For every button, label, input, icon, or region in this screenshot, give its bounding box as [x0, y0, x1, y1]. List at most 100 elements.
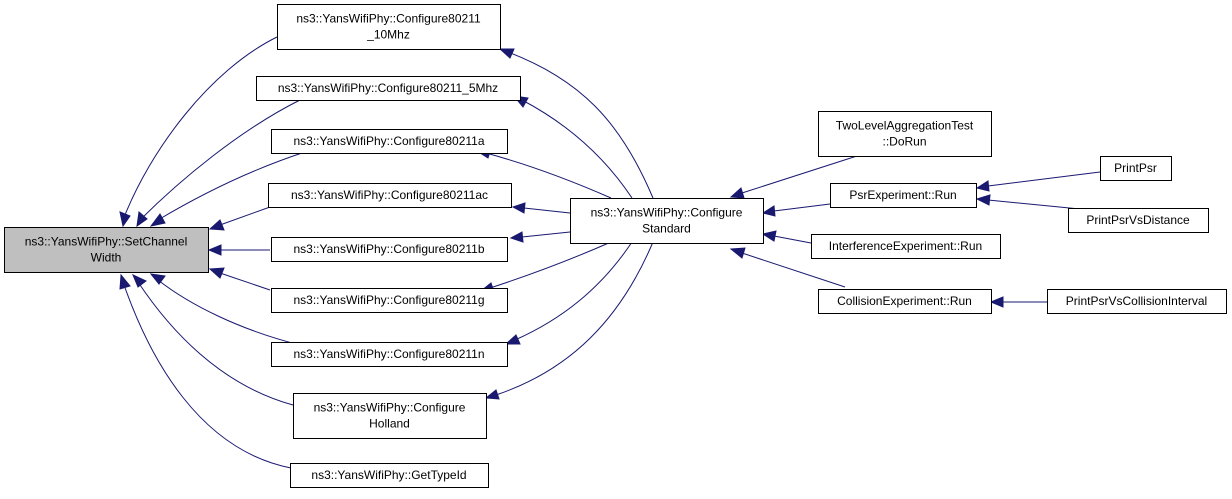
- node-box: [290, 463, 489, 488]
- edges-layer: [119, 36, 1101, 469]
- node-get-type-id[interactable]: ns3::YansWifiPhy::GetTypeId: [290, 463, 489, 488]
- edge-interference-to-standard: [773, 235, 812, 244]
- edge-gettypeid-to-setchannelwidth: [122, 281, 292, 469]
- edge-ac-to-setchannelwidth: [219, 206, 271, 226]
- edge-arrow: [208, 267, 225, 279]
- edge-arrow: [729, 187, 745, 199]
- edge-arrow: [136, 211, 148, 228]
- node-label-line: InterferenceExperiment::Run: [829, 239, 982, 253]
- node-two-level[interactable]: TwoLevelAggregationTest::DoRun: [818, 111, 992, 157]
- node-box: [256, 76, 521, 101]
- node-box: [271, 237, 508, 262]
- node-box: [811, 234, 1001, 259]
- node-label-line: ns3::YansWifiPhy::Configure80211n: [294, 347, 485, 361]
- node-box: [818, 111, 992, 157]
- node-cfg-b[interactable]: ns3::YansWifiPhy::Configure80211b: [271, 237, 508, 262]
- node-print-psr[interactable]: PrintPsr: [1100, 156, 1172, 181]
- edge-arrow: [761, 205, 776, 217]
- node-label-line: ::DoRun: [882, 135, 926, 149]
- node-label-line: PsrExperiment::Run: [849, 188, 956, 202]
- node-label-line: ns3::YansWifiPhy::Configure80211_5Mhz: [278, 81, 498, 95]
- edge-10mhz-to-setchannelwidth: [122, 36, 278, 221]
- edge-arrow: [975, 194, 991, 206]
- node-print-psr-distance[interactable]: PrintPsrVsDistance: [1068, 208, 1209, 233]
- edge-standard-to-n: [514, 241, 633, 341]
- node-print-psr-collision[interactable]: PrintPsrVsCollisionInterval: [1047, 289, 1227, 314]
- node-label-line: ns3::YansWifiPhy::Configure80211a: [294, 134, 485, 148]
- node-label-line: _10Mhz: [366, 28, 410, 42]
- node-label-line: ns3::YansWifiPhy::Configure80211b: [294, 242, 485, 256]
- nodes-layer: ns3::YansWifiPhy::SetChannelWidthns3::Ya…: [4, 4, 1227, 488]
- edge-arrow: [132, 274, 147, 288]
- edge-arrow: [207, 244, 222, 256]
- edge-printpsr-to-psr: [987, 171, 1101, 187]
- node-label-line: PrintPsrVsCollisionInterval: [1066, 294, 1207, 308]
- edge-arrow: [498, 48, 515, 59]
- edge-arrow: [119, 211, 131, 228]
- node-label-line: ns3::YansWifiPhy::Configure80211ac: [291, 188, 488, 202]
- node-cfg-10mhz[interactable]: ns3::YansWifiPhy::Configure80211_10Mhz: [277, 4, 501, 50]
- node-cfg-5mhz[interactable]: ns3::YansWifiPhy::Configure80211_5Mhz: [256, 76, 521, 101]
- node-cfg-g[interactable]: ns3::YansWifiPhy::Configure80211g: [271, 288, 508, 313]
- node-cfg-a[interactable]: ns3::YansWifiPhy::Configure80211a: [271, 129, 508, 154]
- node-box: [271, 129, 508, 154]
- edge-arrow: [484, 389, 500, 400]
- edge-standard-to-g: [489, 241, 612, 289]
- node-label-line: Holland: [369, 417, 410, 431]
- node-label-line: CollisionExperiment::Run: [837, 294, 972, 308]
- edge-standard-to-10mhz: [507, 51, 654, 199]
- node-box: [1100, 156, 1172, 181]
- node-label-line: Width: [91, 251, 122, 265]
- node-label-line: PrintPsr: [1114, 161, 1157, 175]
- edge-standard-to-5mhz: [521, 99, 633, 199]
- node-box: [277, 4, 501, 50]
- node-label-line: PrintPsrVsDistance: [1086, 213, 1190, 227]
- node-box: [570, 198, 764, 244]
- node-label-line: Standard: [642, 222, 691, 236]
- edge-psr-to-standard: [773, 203, 831, 212]
- edge-twolevel-to-standard: [741, 154, 861, 194]
- edge-a-to-setchannelwidth: [157, 151, 306, 221]
- edge-standard-to-holland: [495, 241, 654, 396]
- node-cfg-n[interactable]: ns3::YansWifiPhy::Configure80211n: [271, 342, 508, 367]
- node-label-line: TwoLevelAggregationTest: [836, 119, 974, 133]
- node-label-line: ns3::YansWifiPhy::SetChannel: [25, 235, 188, 249]
- node-box: [4, 227, 209, 273]
- edge-arrow: [149, 213, 166, 227]
- node-psr-run[interactable]: PsrExperiment::Run: [830, 183, 977, 208]
- edge-collision-to-standard: [741, 252, 846, 288]
- edge-standard-to-b: [521, 231, 571, 238]
- node-box: [293, 393, 487, 439]
- edge-arrow: [511, 202, 526, 214]
- node-box: [1068, 208, 1209, 233]
- node-box: [271, 288, 508, 313]
- node-box: [818, 289, 992, 314]
- edge-holland-to-setchannelwidth: [137, 281, 294, 406]
- node-box: [271, 342, 508, 367]
- edge-arrow: [509, 231, 524, 243]
- edge-arrow: [119, 273, 131, 290]
- node-collision-run[interactable]: CollisionExperiment::Run: [818, 289, 992, 314]
- node-label-line: ns3::YansWifiPhy::Configure80211g: [294, 293, 485, 307]
- edge-5mhz-to-setchannelwidth: [139, 99, 301, 221]
- edge-arrow: [729, 247, 746, 259]
- node-box: [1047, 289, 1227, 314]
- node-label-line: ns3::YansWifiPhy::Configure: [591, 206, 743, 220]
- edge-standard-to-a: [485, 152, 612, 199]
- edge-standard-to-ac: [523, 207, 571, 214]
- node-label-line: ns3::YansWifiPhy::Configure: [314, 401, 466, 415]
- edge-arrow: [975, 180, 990, 192]
- node-box: [268, 183, 512, 208]
- node-interference-run[interactable]: InterferenceExperiment::Run: [811, 234, 1001, 259]
- edge-n-to-setchannelwidth: [157, 279, 301, 346]
- edge-arrow: [149, 273, 166, 285]
- node-label-line: ns3::YansWifiPhy::Configure80211: [296, 12, 481, 26]
- node-box: [830, 183, 977, 208]
- node-label-line: ns3::YansWifiPhy::GetTypeId: [311, 468, 466, 482]
- node-cfg-ac[interactable]: ns3::YansWifiPhy::Configure80211ac: [268, 183, 512, 208]
- edge-g-to-setchannelwidth: [219, 272, 271, 291]
